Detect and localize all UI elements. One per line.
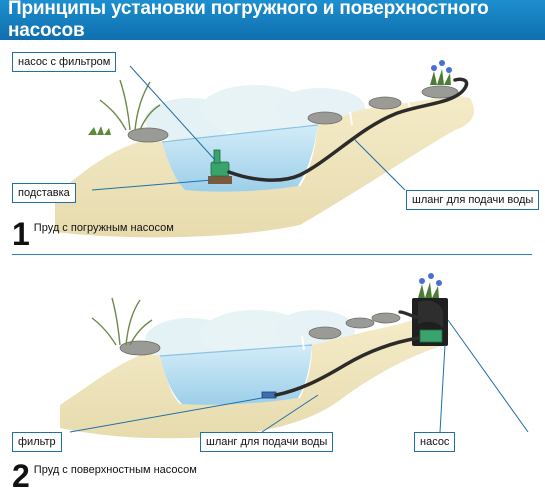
- filter-2: [261, 391, 277, 399]
- flowers-1: [430, 60, 452, 85]
- hose-2: [274, 336, 420, 397]
- soil-bank-1: [55, 95, 475, 238]
- pond-water-2: [160, 345, 312, 405]
- caption-number-1: 1: [12, 216, 30, 252]
- water-surface-1: [161, 124, 319, 143]
- surface-pump-2: [412, 298, 448, 346]
- hose-2-return: [398, 310, 422, 320]
- reeds-2: [91, 297, 153, 346]
- grass-left-1: [88, 126, 111, 135]
- label-pump-with-filter: насос с фильтром: [12, 52, 117, 72]
- label-hose-1: шланг для подачи воды: [406, 190, 540, 210]
- caption-text-1: Пруд с погружным насосом: [33, 222, 174, 234]
- caption-1: 1 Пруд с погружным насосом: [12, 216, 174, 252]
- submersible-pump-1: [208, 149, 232, 184]
- water-surface-2: [159, 344, 313, 357]
- diagram-1: [55, 60, 475, 238]
- pond-water-1: [162, 125, 318, 192]
- soil-bank-2: [60, 320, 445, 439]
- waterfall-2: [301, 335, 305, 351]
- flowers-2: [418, 273, 442, 298]
- diagram-2: [60, 273, 529, 439]
- caption-2: 2 Пруд с поверхностным насосом: [12, 458, 197, 494]
- section-divider: [12, 254, 532, 255]
- title-bar: Принципы установки погружного и поверхно…: [0, 0, 545, 41]
- hose-1: [227, 77, 469, 182]
- label-pump: насос: [414, 432, 456, 452]
- caption-text-2: Пруд с поверхностным насосом: [33, 464, 197, 476]
- label-filter: фильтр: [12, 432, 62, 452]
- label-stand: подставка: [12, 183, 76, 203]
- stones-1: [127, 85, 459, 143]
- caption-number-2: 2: [12, 458, 30, 494]
- label-hose-2: шланг для подачи воды: [200, 432, 334, 452]
- leaders-2: [69, 319, 529, 433]
- leaders-1: [91, 65, 406, 191]
- page-title: Принципы установки погружного и поверхно…: [8, 0, 489, 41]
